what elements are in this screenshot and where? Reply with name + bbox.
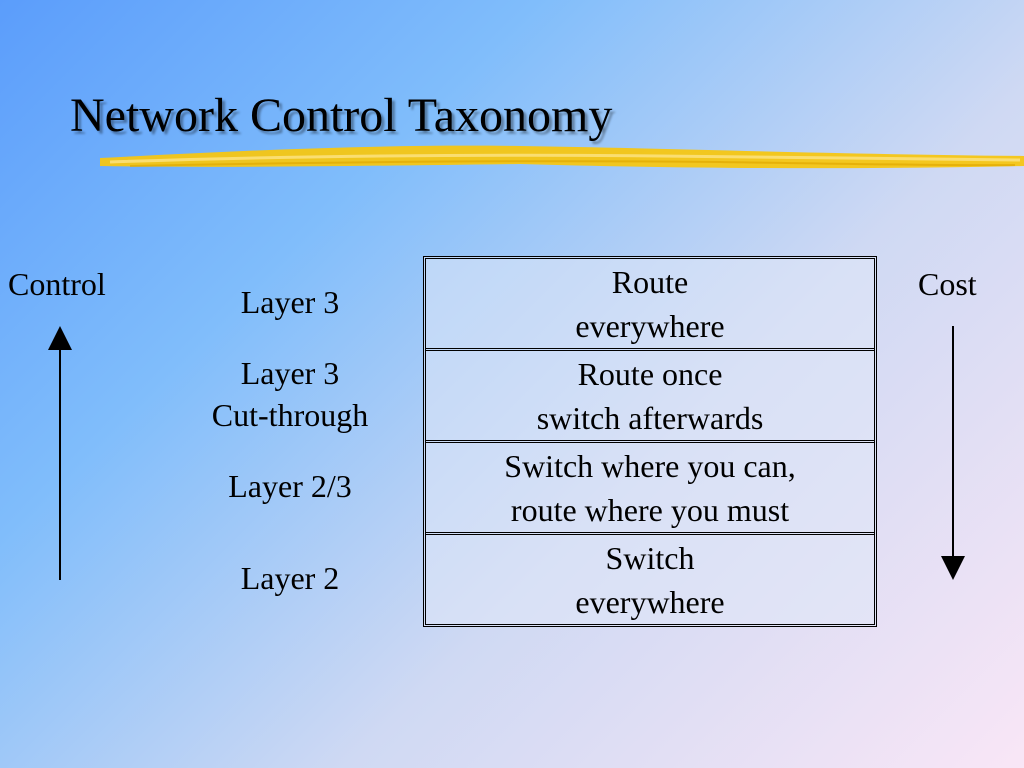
taxonomy-table: Route everywhere Route once switch after… <box>423 256 877 627</box>
layer-label: Layer 2/3 <box>228 468 352 504</box>
row-description: switch afterwards <box>536 399 764 436</box>
control-up-arrow-icon <box>48 326 72 580</box>
layer-label: Layer 3 <box>240 355 340 391</box>
title-highlighter-stroke <box>100 145 1024 169</box>
row-description: Switch <box>605 539 695 576</box>
row-description: Route <box>611 263 689 300</box>
layer-cell: Layer 3 <box>170 256 410 348</box>
layer-label: Cut-through <box>211 397 369 433</box>
layer-label: Layer 3 <box>240 284 340 320</box>
layer-cell: Layer 2/3 <box>170 440 410 532</box>
row-description: Route once <box>577 355 723 392</box>
layer-cell: Layer 3 Cut-through <box>170 348 410 440</box>
row-description: everywhere <box>575 307 725 344</box>
table-row: Route once switch afterwards <box>426 351 874 443</box>
cost-down-arrow-icon <box>941 326 965 580</box>
layer-cell: Layer 2 <box>170 532 410 624</box>
slide-title: Network Control Taxonomy <box>70 89 613 142</box>
layer-label: Layer 2 <box>240 560 340 596</box>
cost-label: Cost <box>918 266 977 302</box>
layer-column: Layer 3 Layer 3 Cut-through Layer 2/3 La… <box>170 256 410 624</box>
table-row: Switch where you can, route where you mu… <box>426 443 874 535</box>
row-description: everywhere <box>575 583 725 620</box>
row-description: route where you must <box>510 491 790 528</box>
table-row: Route everywhere <box>426 259 874 351</box>
control-label: Control <box>8 266 106 302</box>
row-description: Switch where you can, <box>504 447 796 484</box>
table-row: Switch everywhere <box>426 535 874 624</box>
